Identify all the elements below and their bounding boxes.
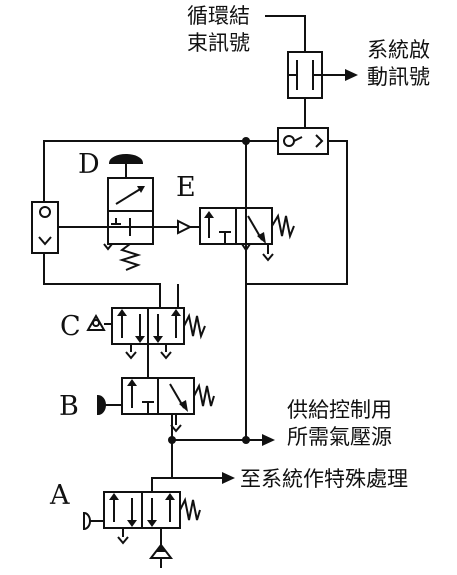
valve-e-label: E <box>176 172 196 203</box>
main-loop-lines <box>44 141 347 440</box>
junction-dot <box>168 436 176 444</box>
valve-c <box>88 308 205 358</box>
junction-dot <box>242 137 250 145</box>
supply-label-line1: 供給控制用 <box>287 398 392 422</box>
valve-d-label: D <box>78 149 100 180</box>
special-handling-label: 至系統作特殊處理 <box>240 467 408 491</box>
valve-a <box>84 492 200 545</box>
valve-d <box>104 155 153 270</box>
valve-b-label: B <box>59 391 79 422</box>
start-signal-arrow <box>322 69 358 81</box>
valve-c-label: C <box>60 311 81 342</box>
valve-b <box>98 378 214 431</box>
supply-label-line2: 所需氣壓源 <box>287 425 392 449</box>
start-signal-valve <box>288 52 322 98</box>
valve-d-pilot-arrow <box>153 219 193 235</box>
pressure-source <box>148 543 174 568</box>
shuttle-valve-top <box>278 128 328 154</box>
special-handling-line <box>152 472 235 492</box>
start-signal-label-line2: 動訊號 <box>367 65 430 89</box>
cycle-end-signal-label-line2: 束訊號 <box>187 31 250 55</box>
valve-e <box>200 208 294 260</box>
cycle-end-signal-line <box>265 16 305 52</box>
cycle-end-signal-label-line1: 循環結 <box>187 4 250 28</box>
valve-a-label: A <box>50 480 70 511</box>
junction-dot <box>242 436 250 444</box>
start-signal-label-line1: 系統啟 <box>367 38 430 62</box>
